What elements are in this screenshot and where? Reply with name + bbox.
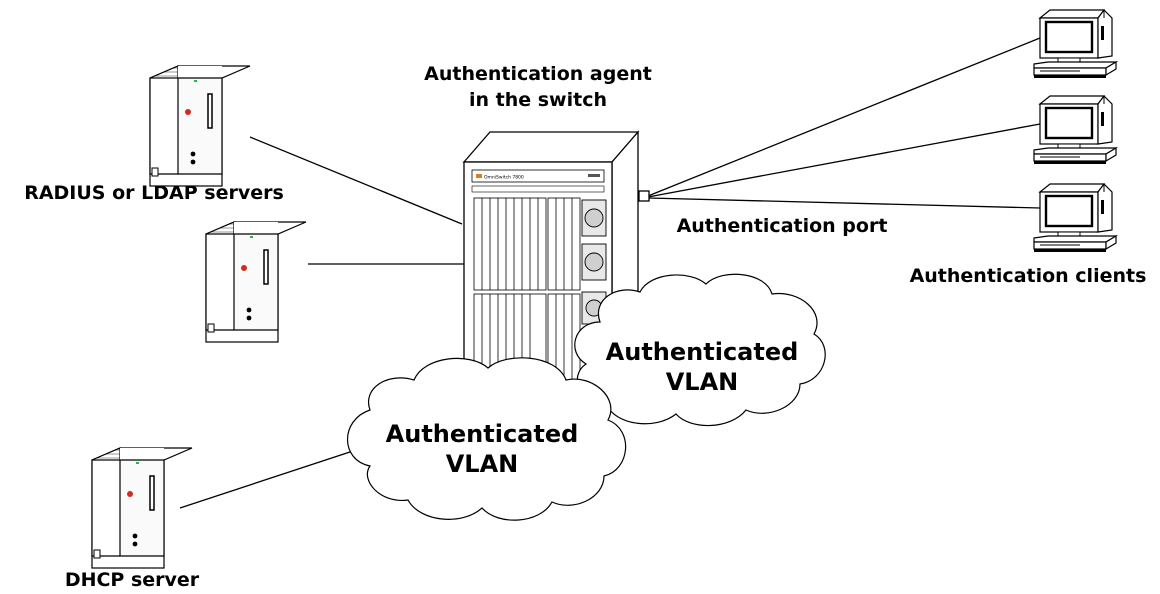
connection-lines	[179, 37, 1041, 509]
radius-ldap-server-2	[205, 221, 307, 343]
desktop-computer-icon	[1032, 8, 1118, 80]
tower-server-icon	[149, 65, 251, 187]
tower-server-icon	[91, 447, 193, 569]
switch-brand-label: OmniSwitch 7800	[484, 175, 524, 181]
authentication-client-3	[1032, 182, 1118, 254]
authentication-clients-label: Authentication clients	[910, 265, 1147, 287]
agent-label-line2: in the switch	[469, 89, 607, 111]
cloud-left-label-line2: VLAN	[446, 450, 519, 478]
dhcp-server-label: DHCP server	[65, 569, 200, 591]
link-radius1-switch	[249, 136, 463, 225]
agent-label-line1: Authentication agent	[424, 63, 652, 85]
link-port-client2	[647, 123, 1041, 198]
cloud-right-label-line2: VLAN	[666, 368, 739, 396]
radius-ldap-server-1	[149, 65, 251, 187]
cloud-authenticated-vlan-left	[347, 357, 627, 521]
link-port-client3	[647, 197, 1041, 209]
authentication-port-icon	[638, 190, 650, 202]
authentication-client-2	[1032, 94, 1118, 166]
authentication-port-label: Authentication port	[677, 215, 888, 237]
authentication-client-1	[1032, 8, 1118, 80]
radius-ldap-label: RADIUS or LDAP servers	[24, 182, 284, 204]
cloud-left-label-line1: Authenticated	[386, 420, 579, 448]
cloud-right-label-line1: Authenticated	[606, 338, 799, 366]
link-port-client1	[647, 37, 1041, 197]
desktop-computer-icon	[1032, 182, 1118, 254]
tower-server-icon	[205, 221, 307, 343]
cloud-icon	[347, 357, 627, 521]
link-dhcp-cloud	[179, 449, 357, 509]
dhcp-server	[91, 447, 193, 569]
desktop-computer-icon	[1032, 94, 1118, 166]
